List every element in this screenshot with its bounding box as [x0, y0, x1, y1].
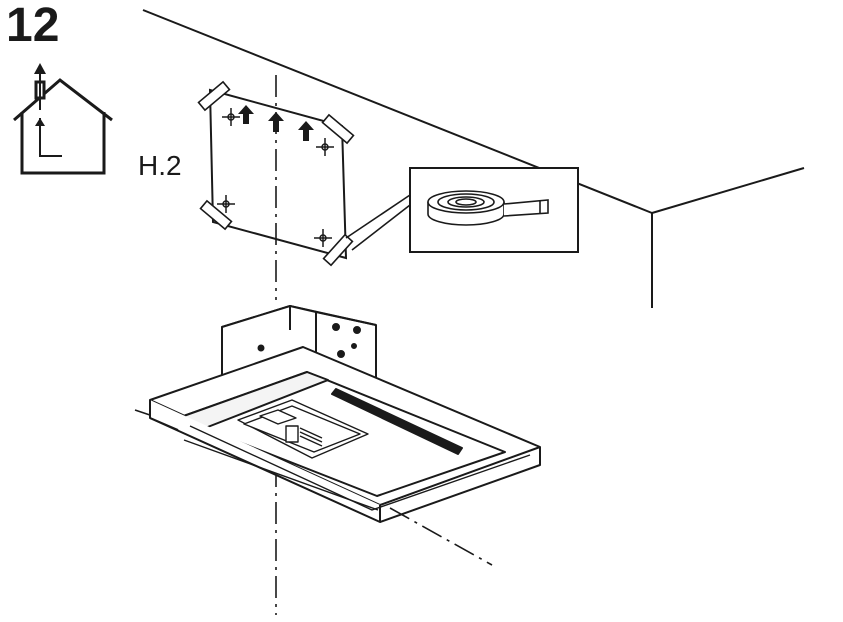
template-label: H.2 [138, 150, 182, 181]
drill-mark [217, 195, 235, 213]
tape-strip-top-left [197, 80, 231, 112]
tape-strip-bottom-left [199, 199, 233, 231]
mounting-box [221, 305, 377, 379]
double-sided-tape-roll-icon [427, 190, 549, 226]
drill-mark [222, 108, 240, 126]
cooker-hood-unit [149, 305, 541, 523]
tape-strip-top-right [321, 113, 355, 145]
up-arrow-icon [298, 121, 314, 141]
step-number: 12 [6, 0, 60, 52]
mounting-template-sheet [197, 80, 355, 267]
motor-housing [237, 399, 369, 459]
house-with-chimney-arrow-icon [13, 63, 113, 175]
up-arrow-icon [238, 105, 254, 124]
drill-mark [314, 229, 332, 247]
tape-strip-bottom-right [322, 233, 354, 267]
drill-hole-marks [217, 108, 334, 247]
drill-mark [316, 138, 334, 156]
tape-callout [345, 167, 579, 253]
